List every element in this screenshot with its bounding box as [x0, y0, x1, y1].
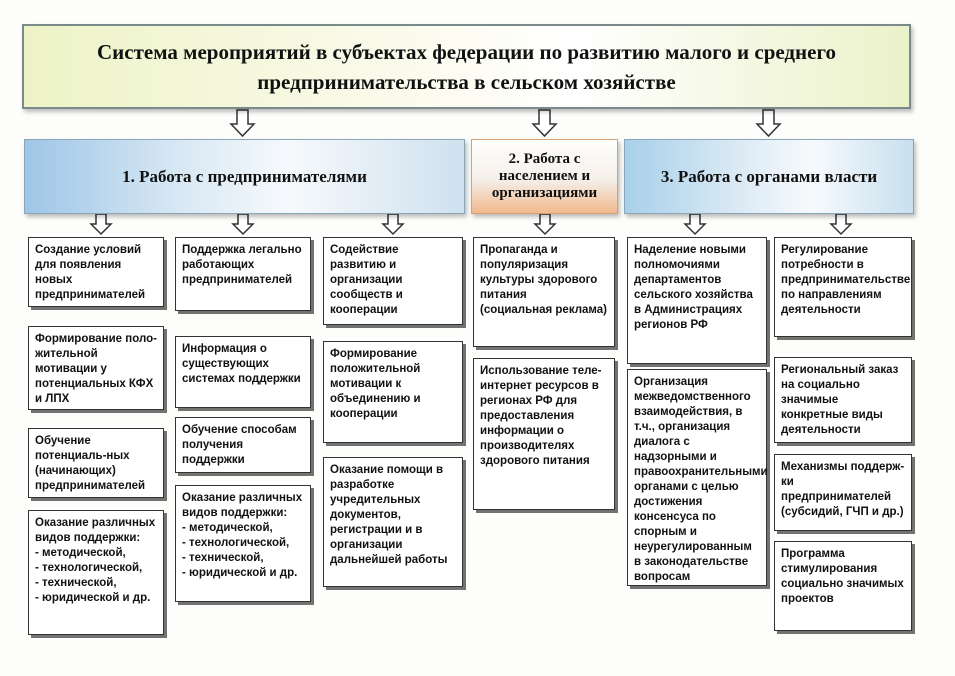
header-population: 2. Работа с населением и организациями — [471, 139, 618, 214]
arrow-title-to-col1 — [229, 109, 256, 138]
box-healthy-food: Пропаганда и популяризация культуры здор… — [473, 237, 615, 347]
box-support-mechanisms: Механизмы поддерж-ки предпринимателей (с… — [774, 454, 912, 531]
arrow-hdr3-a — [683, 213, 707, 236]
box-positive-motivation: Формирование поло-жительной мотивации у … — [28, 326, 164, 410]
box-documents-help: Оказание помощи в разработке учредительн… — [323, 457, 463, 587]
box-cooperation: Содействие развитию и организации сообще… — [323, 237, 463, 325]
box-regional-order: Региональный заказ на социально значимые… — [774, 357, 912, 443]
header-entrepreneurs: 1. Работа с предпринимателями — [24, 139, 465, 214]
arrow-title-to-col3 — [755, 109, 782, 138]
box-info-systems: Информация о существующих системах подде… — [175, 336, 311, 408]
arrow-hdr2 — [533, 213, 557, 236]
box-interagency: Организация межведомственного взаимодейс… — [627, 369, 768, 586]
box-internet-resources: Использование теле-интернет ресурсов в р… — [473, 358, 615, 510]
box-regulation: Регулирование потребности в предпринимат… — [774, 237, 912, 337]
diagram-title: Система мероприятий в субъектах федераци… — [22, 24, 911, 109]
header-authorities: 3. Работа с органами власти — [624, 139, 914, 214]
box-training-potential: Обучение потенциаль-ных (начинающих) пре… — [28, 428, 164, 498]
box-support-types-1: Оказание различных видов поддержки: - ме… — [28, 510, 164, 635]
box-create-conditions: Создание условий для появления новых пре… — [28, 237, 164, 307]
box-motivation-cooperation: Формирование положительной мотивации к о… — [323, 341, 463, 443]
box-support-legal: Поддержка легально работающих предприним… — [175, 237, 311, 311]
arrow-hdr1-c — [381, 213, 405, 236]
arrow-title-to-col2 — [531, 109, 558, 138]
box-new-authority: Наделение новыми полномочиями департамен… — [627, 237, 767, 364]
arrow-hdr3-b — [829, 213, 853, 236]
box-training-support: Обучение способам получения поддержки — [175, 417, 311, 473]
arrow-hdr1-a — [89, 213, 113, 236]
box-support-types-2: Оказание различных видов поддержки: - ме… — [175, 485, 311, 602]
box-stimulus-program: Программа стимулирования социально значи… — [774, 541, 912, 631]
arrow-hdr1-b — [231, 213, 255, 236]
